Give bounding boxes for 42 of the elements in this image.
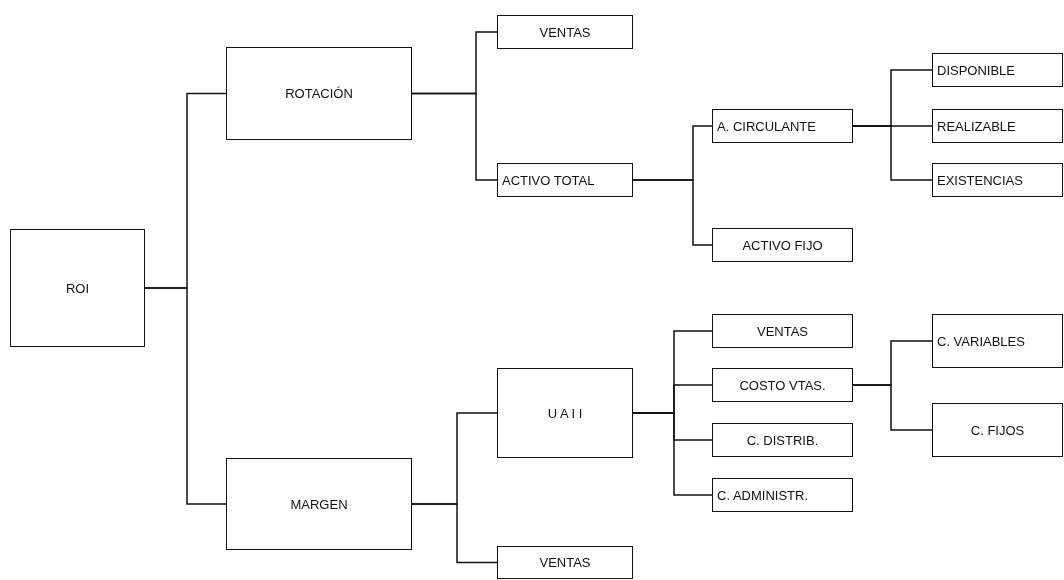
node-box [10, 229, 145, 347]
node-label: U A I I [547, 405, 583, 421]
node-box [226, 458, 412, 550]
node-label: C. FIJOS [970, 422, 1025, 438]
node-box [932, 109, 1063, 143]
node-label: ROI [65, 280, 90, 296]
node-label: EXISTENCIAS [937, 172, 1023, 188]
connector-line [144, 287, 227, 505]
node-box [932, 53, 1063, 87]
node-label: REALIZABLE [937, 118, 1016, 134]
node-box [712, 228, 853, 262]
node-label: C. VARIABLES [937, 333, 1025, 349]
node-label: DISPONIBLE [937, 62, 1016, 78]
node-box [226, 47, 412, 140]
node-box [712, 314, 853, 348]
connector-line [852, 125, 933, 181]
connector-line [632, 179, 713, 246]
node-label: VENTAS [756, 323, 809, 339]
node-box [497, 15, 633, 49]
node-box [497, 163, 633, 197]
node-box [712, 368, 853, 402]
node-label: C. ADMINISTR. [717, 487, 808, 503]
connector-line [411, 92, 498, 181]
node-box [497, 368, 633, 458]
node-label: VENTAS [539, 24, 591, 40]
node-box [712, 423, 853, 457]
node-label: COSTO VTAS. [739, 377, 826, 393]
node-label: ACTIVO TOTAL [502, 172, 595, 188]
connector-line [411, 503, 498, 564]
node-label: A. CIRCULANTE [717, 118, 816, 134]
node-box [932, 314, 1063, 368]
connector-line [852, 384, 933, 431]
node-box [497, 546, 633, 579]
node-label: ROTACIÓN [285, 86, 353, 101]
node-box [932, 403, 1063, 457]
node-label: ACTIVO FIJO [742, 237, 823, 253]
node-box [932, 163, 1063, 197]
node-label: VENTAS [539, 555, 591, 570]
node-label: MARGEN [290, 496, 348, 512]
node-label: C. DISTRIB. [746, 432, 819, 448]
node-box [712, 478, 853, 512]
node-box [712, 109, 853, 143]
